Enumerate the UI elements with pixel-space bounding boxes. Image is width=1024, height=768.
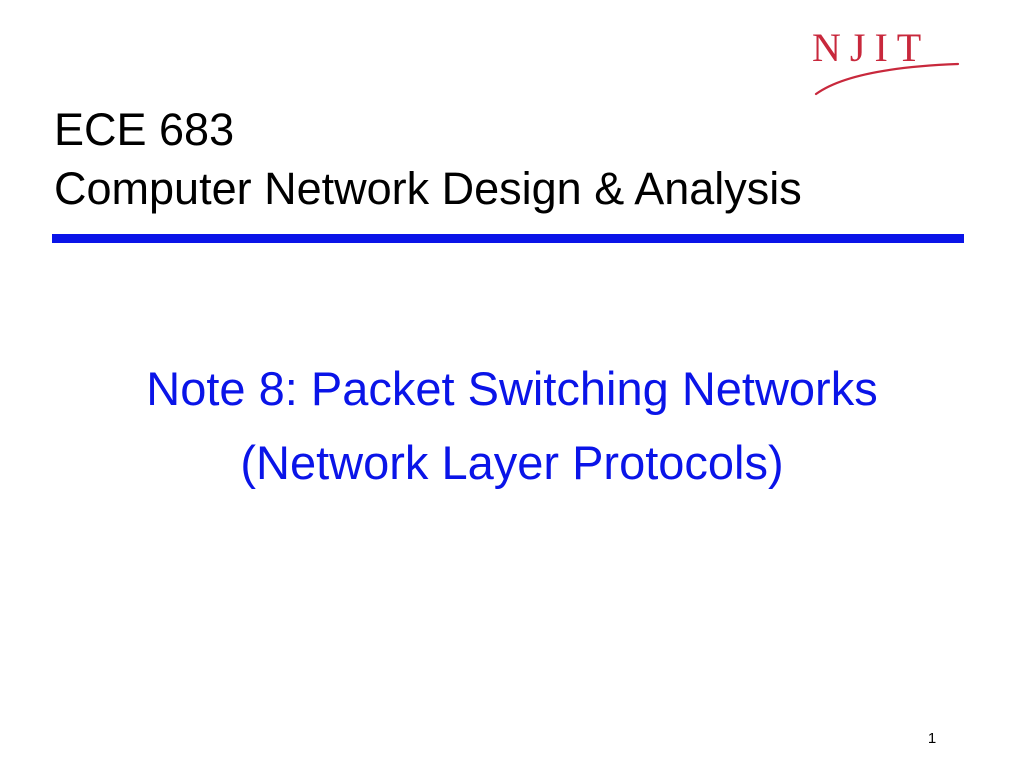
course-title: ECE 683 Computer Network Design & Analys… xyxy=(54,100,974,218)
note-title: Note 8: Packet Switching Networks (Netwo… xyxy=(0,352,1024,500)
page-number: 1 xyxy=(927,730,937,747)
logo-wordmark: NJIT xyxy=(812,25,931,70)
logo-swoosh-icon xyxy=(814,62,960,96)
njit-logo: NJIT xyxy=(812,28,962,100)
note-heading: Note 8: Packet Switching Networks xyxy=(146,362,878,415)
title-divider xyxy=(52,234,964,243)
note-subheading: (Network Layer Protocols) xyxy=(240,436,784,489)
course-name: Computer Network Design & Analysis xyxy=(54,163,802,214)
course-code: ECE 683 xyxy=(54,104,235,155)
